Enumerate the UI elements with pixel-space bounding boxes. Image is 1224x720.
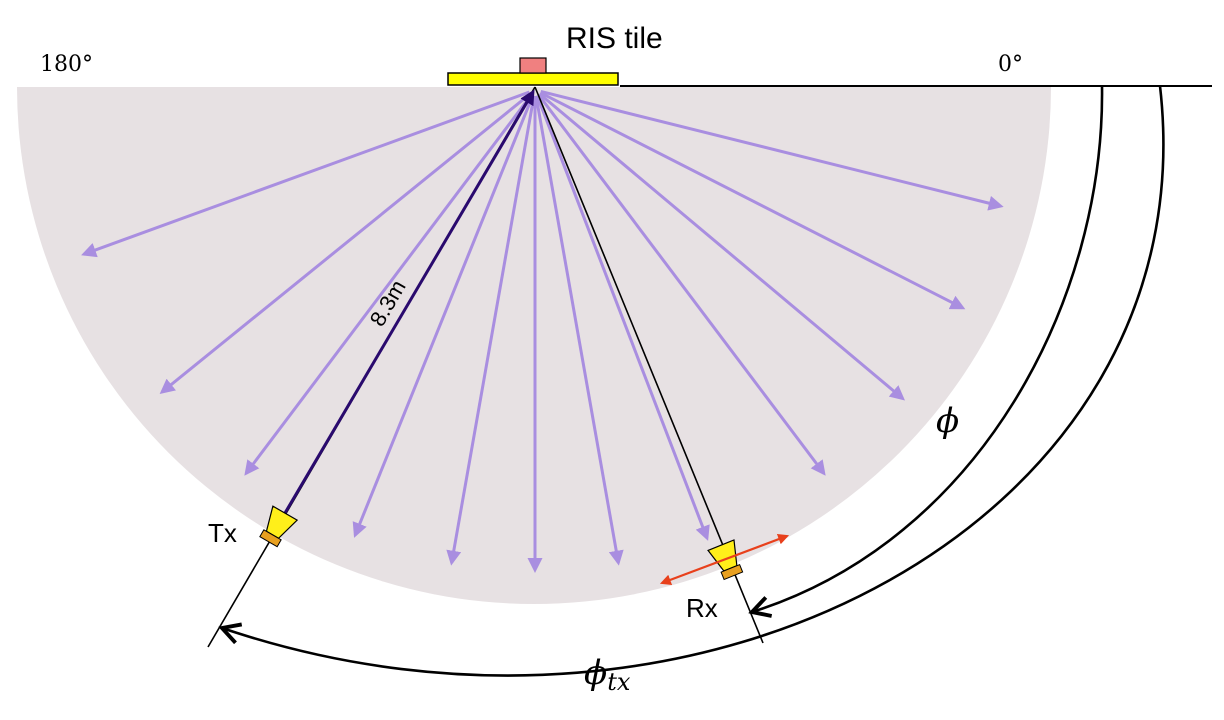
ris-tile-label: RIS tile (566, 22, 663, 55)
phi-tx-base: ϕ (584, 653, 607, 693)
beam-arrow-12 (540, 89, 1004, 211)
phi-tx-subscript: tx (607, 668, 631, 696)
beam-arrow-9 (537, 93, 826, 476)
rx-motion-arrow (659, 533, 790, 586)
angle-180-label: 180° (40, 52, 93, 77)
beam-arrow-10 (538, 92, 905, 401)
phi-arc (752, 85, 1104, 612)
beam-arrow-7 (534, 95, 624, 566)
phi-label: ϕ (936, 401, 959, 441)
rx-label: Rx (686, 593, 718, 623)
phi-tx-label: ϕtx (584, 653, 631, 696)
tx-horn-icon (259, 505, 299, 548)
tx-label: Tx (208, 518, 237, 548)
ris-tile-feed (519, 57, 547, 74)
beam-arrow-3 (244, 93, 533, 476)
beam-arrows (81, 89, 1004, 573)
angle-0-label: 0° (998, 52, 1023, 77)
beam-arrow-8 (535, 95, 710, 541)
beam-arrow-5 (446, 95, 536, 566)
phi-tx-arc (222, 85, 1165, 677)
beam-arrow-2 (159, 92, 532, 394)
tx-beam-arrow (283, 89, 535, 514)
beam-arrow-1 (81, 90, 530, 258)
ris-tile-bar (447, 72, 619, 86)
beam-arrow-4 (352, 95, 535, 538)
beam-arrow-11 (539, 91, 966, 310)
